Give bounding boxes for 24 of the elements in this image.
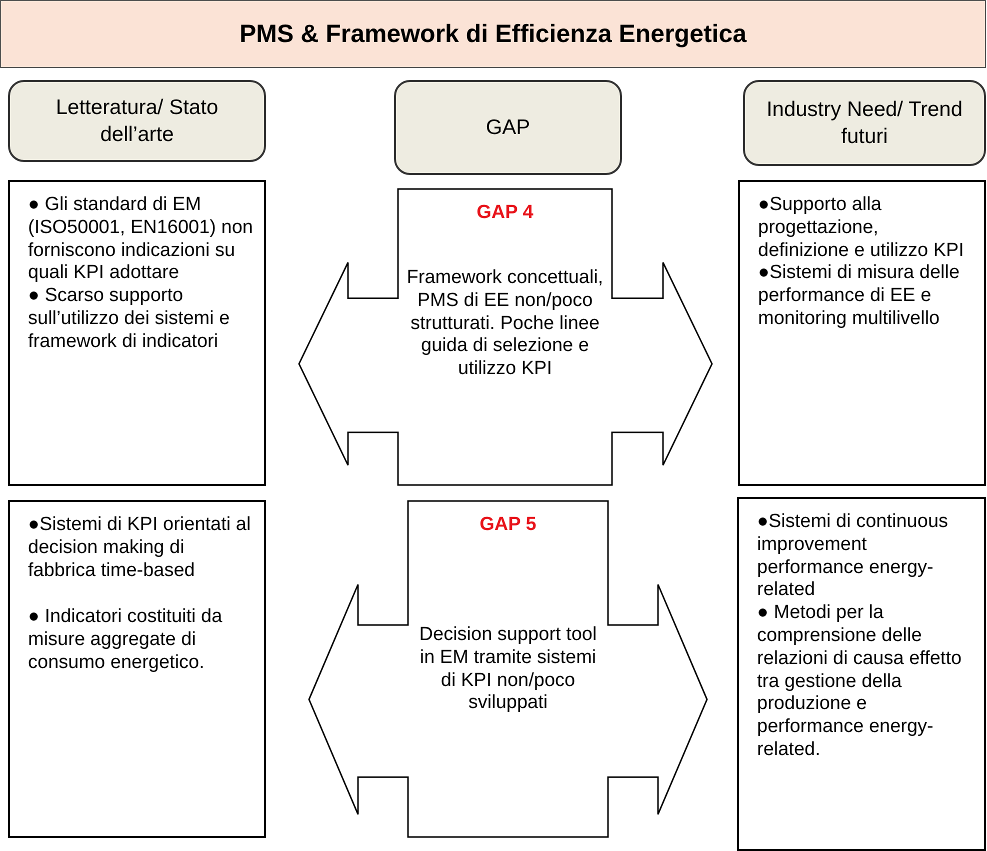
title-band xyxy=(0,0,986,68)
column-header xyxy=(394,80,622,175)
gap-title: GAP 4 xyxy=(476,202,534,225)
title-text: PMS & Framework di Efficienza Energetica xyxy=(239,20,747,48)
bullet-text: ●Sistemi di misura delle performance di EE e monitoring multilivello xyxy=(758,262,961,331)
column-header xyxy=(743,80,986,166)
bullet-text: ● Metodi per la comprensione delle relazioni di causa effetto tra gestione della produzione e performance energy-related. xyxy=(757,602,963,762)
text-box xyxy=(738,180,986,486)
gap-text: Framework concettuali, PMS di EE non/poco strutturati. Poche linee guida di selezione e utilizzo KPI xyxy=(406,267,604,381)
text-box xyxy=(737,497,986,851)
header-text: Letteratura/ Stato dell’arte xyxy=(54,94,220,148)
bullet-text: ● Scarso supporto sull’utilizzo dei sistemi e framework di indicatori xyxy=(28,285,231,354)
bullet-text: ● Gli standard di EM (ISO50001, EN16001) non forniscono indicazioni su quali KPI adottare xyxy=(28,194,254,286)
text-box xyxy=(8,180,266,486)
bullet-text: ●Sistemi di KPI orientati al decision making di fabbrica time-based xyxy=(28,514,252,582)
header-text: Industry Need/ Trend futuri xyxy=(765,96,964,150)
text-box xyxy=(8,500,266,838)
header-text: GAP xyxy=(486,114,530,141)
bullet-text: ● Indicatori costituiti da misure aggregate di consumo energetico. xyxy=(28,606,224,675)
gap-text: Decision support tool in EM tramite sistemi di KPI non/poco sviluppati xyxy=(418,624,598,716)
bullet-text: ●Sistemi di continuous improvement performance energy-related xyxy=(757,511,950,602)
gap-title: GAP 5 xyxy=(478,514,538,537)
column-header xyxy=(8,80,266,162)
bullet-text: ●Supporto alla progettazione, definizione e utilizzo KPI xyxy=(758,194,965,262)
